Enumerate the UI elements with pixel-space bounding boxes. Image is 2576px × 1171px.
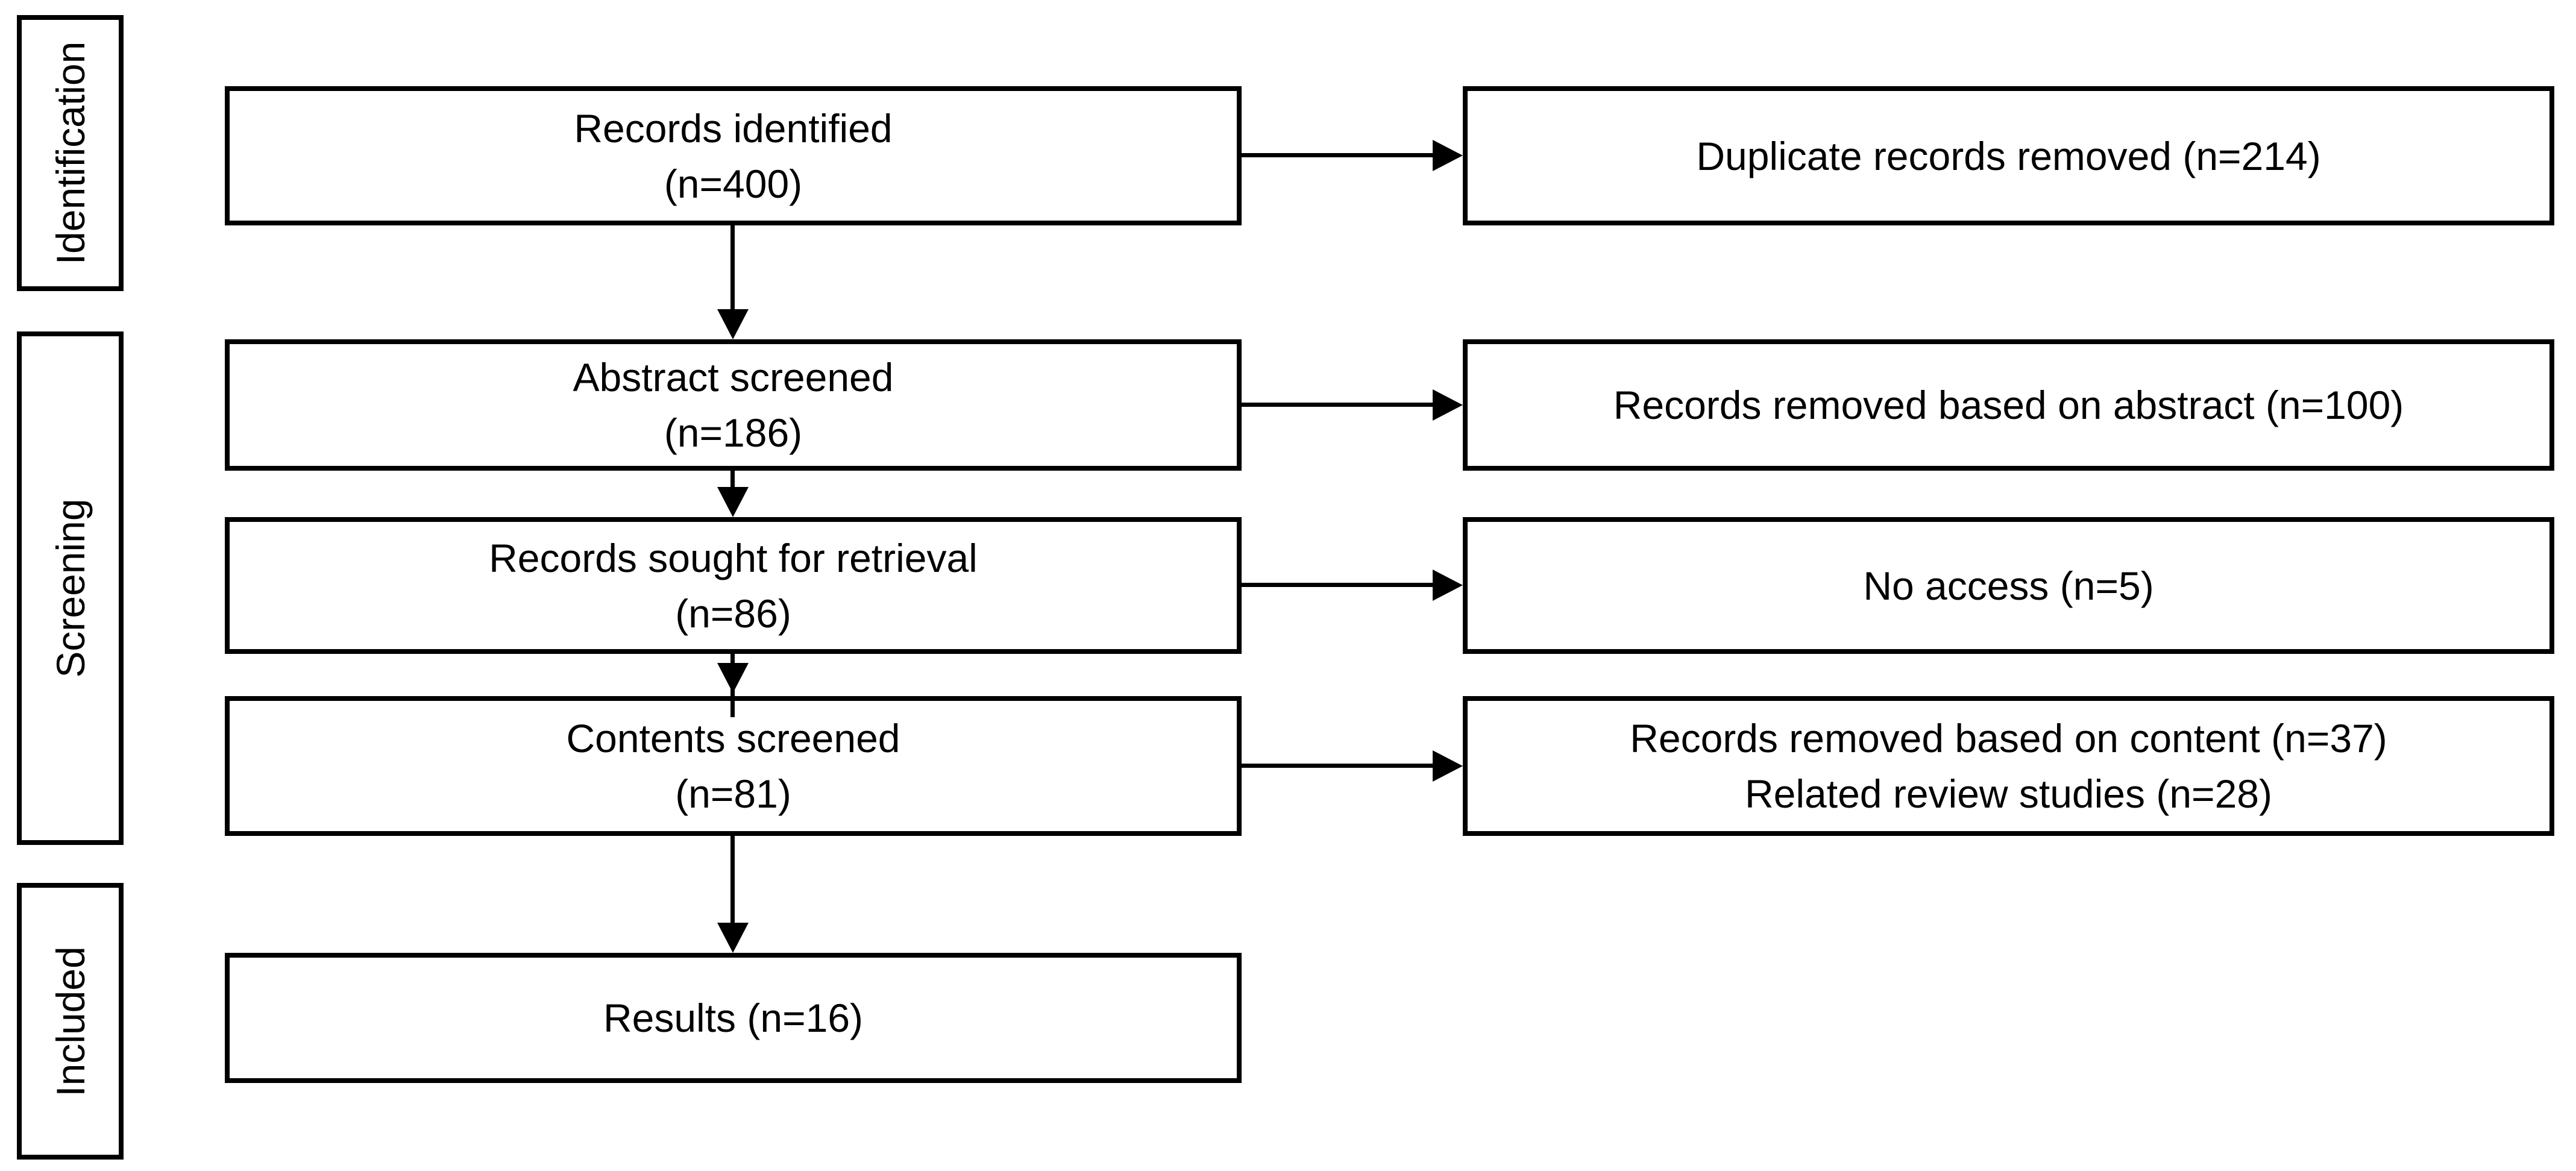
arrow-line [730, 471, 735, 490]
phase-label-included: Included [48, 946, 93, 1097]
flow-box-count: (n=86) [675, 591, 791, 636]
flow-box-title: Results (n=16) [603, 996, 864, 1040]
arrow-head-down-icon [717, 663, 749, 693]
arrow-head-down-icon [717, 923, 749, 953]
arrow-head-down-icon [717, 309, 749, 339]
arrow-line [1242, 583, 1434, 587]
flow-box-records-sought: Records sought for retrieval (n=86) [225, 517, 1242, 654]
phase-label-screening: Screening [48, 498, 93, 678]
arrow-head-right-icon [1433, 389, 1463, 421]
exclusion-box-no-access: No access (n=5) [1463, 517, 2554, 654]
exclusion-box-abstract-removed: Records removed based on abstract (n=100… [1463, 339, 2554, 471]
phase-box-identification: Identification [17, 15, 124, 291]
arrow-head-down-icon [717, 487, 749, 517]
phase-box-screening: Screening [17, 331, 124, 845]
flow-box-count: (n=186) [664, 410, 803, 455]
arrow-head-right-icon [1433, 140, 1463, 171]
exclusion-box-content-removed: Records removed based on content (n=37) … [1463, 696, 2554, 836]
flow-box-count: (n=400) [664, 161, 803, 206]
flow-box-title: Records identified [574, 105, 893, 151]
exclusion-box-text: Records removed based on abstract (n=100… [1613, 383, 2404, 427]
flow-box-records-identified: Records identified (n=400) [225, 86, 1242, 225]
flow-box-title: Records sought for retrieval [489, 535, 978, 580]
flow-box-results: Results (n=16) [225, 953, 1242, 1083]
arrow-line [730, 836, 735, 924]
exclusion-box-duplicates-removed: Duplicate records removed (n=214) [1463, 86, 2554, 225]
flow-box-abstract-screened: Abstract screened (n=186) [225, 339, 1242, 471]
arrow-line [1242, 764, 1434, 768]
arrow-head-right-icon [1433, 750, 1463, 782]
flow-box-title: Contents screened [566, 716, 900, 761]
exclusion-box-text: Related review studies (n=28) [1745, 771, 2272, 816]
arrow-line [730, 225, 735, 313]
exclusion-box-text: Duplicate records removed (n=214) [1696, 133, 2321, 178]
arrow-line [1242, 403, 1434, 407]
phase-box-included: Included [17, 883, 124, 1160]
exclusion-box-text: Records removed based on content (n=37) [1630, 716, 2387, 761]
exclusion-box-text: No access (n=5) [1863, 563, 2154, 608]
arrow-line [1242, 153, 1434, 157]
phase-label-identification: Identification [48, 41, 93, 265]
flow-box-title: Abstract screened [573, 355, 894, 400]
arrow-head-right-icon [1433, 570, 1463, 601]
flow-box-count: (n=81) [675, 771, 791, 816]
